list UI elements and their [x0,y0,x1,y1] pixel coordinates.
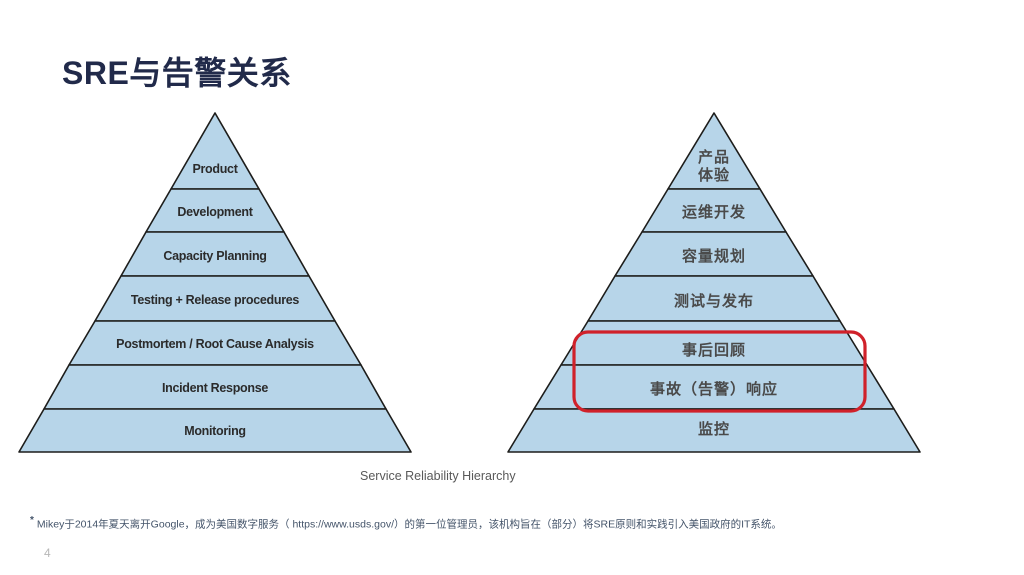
right-layer-capacity-planning-label: 容量规划 [681,247,746,265]
page-title: SRE与告警关系 [62,55,292,91]
right-pyramid: 产品 体验 运维开发 容量规划 测试与发布 事后回顾 事故（告警）响应 监控 [507,112,921,453]
right-layer-monitoring-label: 监控 [698,420,730,438]
right-layer-devops-label: 运维开发 [682,203,746,221]
footnote-text: Mikey于2014年夏天离开Google，成为美国数字服务（ https://… [36,518,782,531]
left-layer-incident-response-label: Incident Response [162,381,268,395]
left-layer-postmortem-label: Postmortem / Root Cause Analysis [116,337,314,351]
alert-highlight-box [572,330,867,413]
right-layer-product-label-line1: 产品 [698,148,730,166]
right-layer-monitoring [507,408,921,453]
footnote-asterisk: * [30,515,34,526]
page-number: 4 [44,546,51,560]
left-layer-testing-release-label: Testing + Release procedures [131,293,300,307]
diagram-caption: Service Reliability Hierarchy [360,469,516,483]
right-layer-incident-alert-response-label: 事故（告警）响应 [650,380,778,398]
right-layer-postmortem-label: 事后回顾 [682,341,746,359]
right-layer-testing-release-label: 测试与发布 [674,292,754,310]
left-layer-monitoring [18,408,412,453]
left-layer-product-label: Product [192,162,238,176]
left-layer-development-label: Development [177,205,253,219]
left-pyramid: Product Development Capacity Planning Te… [18,112,412,453]
footnote: *Mikey于2014年夏天离开Google，成为美国数字服务（ https:/… [30,513,994,533]
right-layer-product-label-line2: 体验 [698,166,730,184]
left-layer-capacity-planning-label: Capacity Planning [163,249,266,263]
left-layer-product [170,112,260,190]
left-layer-monitoring-label: Monitoring [184,424,246,438]
